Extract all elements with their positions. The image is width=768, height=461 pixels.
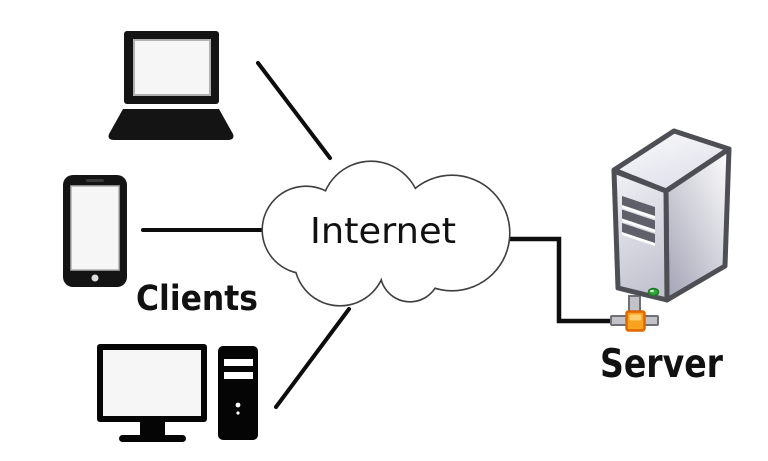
monitor-stand: [140, 422, 165, 437]
laptop-keyboard-base: [108, 109, 234, 140]
cloud-icon: Internet: [261, 160, 511, 307]
desktop-computer-icon: [97, 344, 258, 442]
smartphone-speaker: [86, 179, 104, 182]
monitor-screen: [103, 350, 201, 416]
server-led-shine: [650, 290, 654, 292]
tower-power-button: [235, 402, 241, 408]
server-tower-icon: [611, 128, 732, 303]
server-vents: [622, 196, 655, 246]
connection-lines: [141, 61, 613, 409]
internet-label: Internet: [310, 211, 456, 252]
smartphone-home-button: [91, 274, 99, 282]
smartphone-screen: [70, 185, 120, 271]
server-led-icon: [647, 287, 660, 297]
laptop-screen: [133, 39, 211, 96]
tower-case: [218, 346, 258, 440]
tower-drive-slot: [224, 372, 253, 379]
clients-label: Clients: [136, 279, 258, 319]
server-network-connector: [610, 295, 659, 332]
monitor-base: [119, 435, 186, 442]
laptop-internet-link: [256, 61, 332, 160]
connector-orange-plug: [625, 310, 646, 332]
connector-plug-highlight: [629, 314, 642, 321]
smartphone-icon: [63, 175, 127, 287]
desktop-internet-link: [274, 307, 351, 409]
internet-server-link: [507, 236, 613, 324]
tower-drive-slot: [224, 359, 253, 366]
tower-led: [236, 411, 240, 415]
server-label: Server: [600, 342, 724, 387]
laptop-icon: [108, 31, 234, 140]
